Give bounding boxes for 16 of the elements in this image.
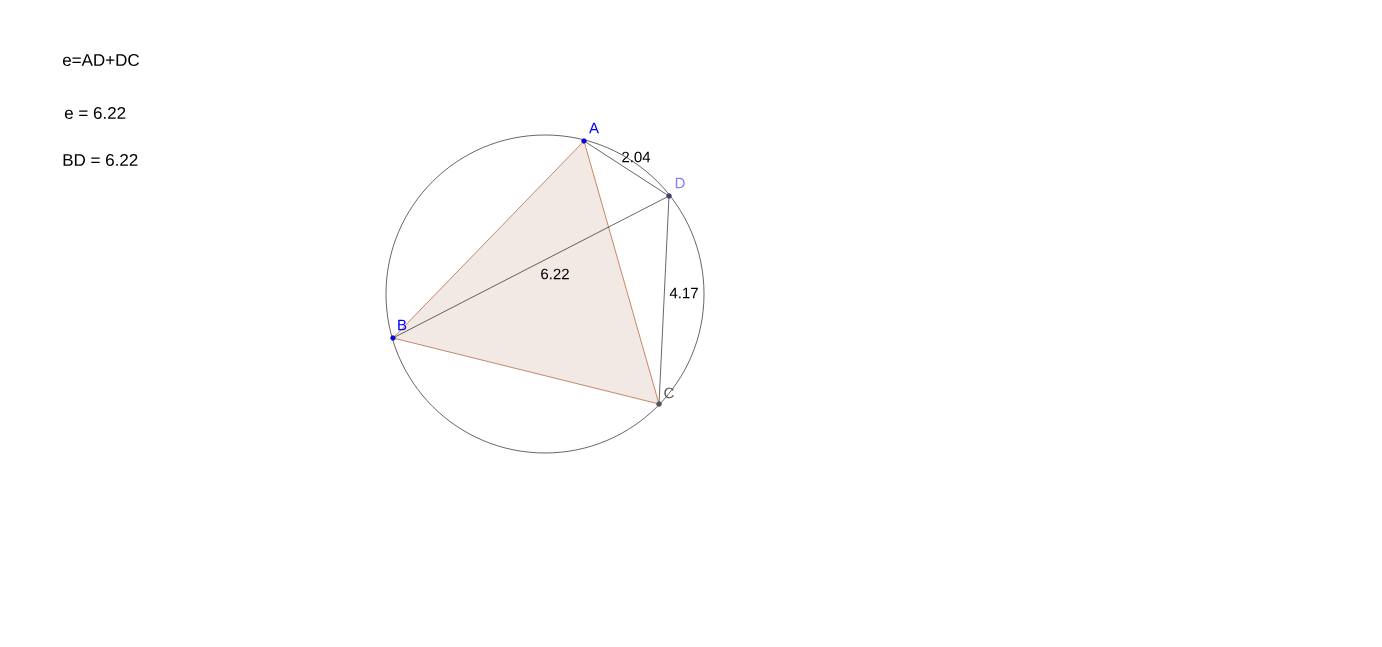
segment: [395, 196, 667, 338]
point-label: A: [589, 122, 599, 134]
point-label: B: [398, 319, 407, 331]
length-label: 2.04: [622, 151, 651, 163]
point-label: C: [664, 387, 674, 399]
point-label: D: [675, 177, 685, 189]
segment: [584, 143, 659, 402]
length-label: 4.17: [669, 287, 698, 299]
segment: [585, 142, 668, 195]
formula-text: BD = 6.22: [63, 154, 138, 166]
length-label: 6.22: [541, 268, 569, 280]
segment: [658, 198, 670, 402]
segment: [394, 142, 583, 337]
formula-text: e=AD+DC: [62, 54, 140, 66]
segment: [395, 338, 657, 404]
formula-text: e = 6.22: [64, 107, 126, 119]
